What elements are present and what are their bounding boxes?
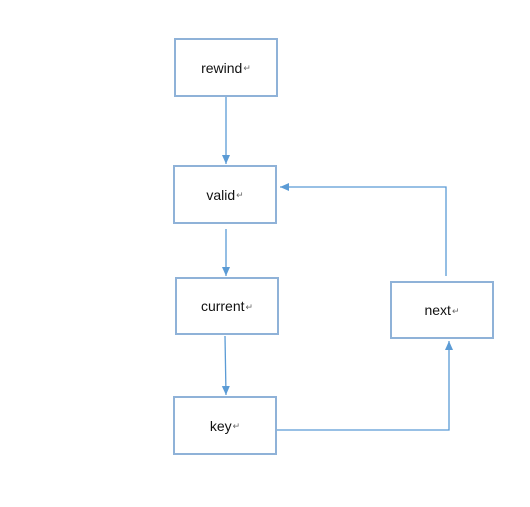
node-valid-label: valid [206,186,236,203]
edge-next-to-valid [280,183,447,276]
edge-key-to-next [277,341,453,431]
node-current: current↵ [175,277,279,335]
paragraph-mark-icon: ↵ [243,63,251,73]
node-rewind: rewind↵ [174,38,278,97]
paragraph-mark-icon: ↵ [451,305,460,316]
node-next-label: next [424,302,451,318]
node-key-label: key [209,417,232,434]
node-current-label: current [200,298,245,314]
node-valid: valid↵ [173,165,277,224]
paragraph-mark-icon: ↵ [236,190,244,200]
node-next: next↵ [390,281,494,339]
node-key: key↵ [173,396,277,455]
node-rewind-label: rewind [201,59,243,76]
edge-current-to-key [221,335,230,396]
paragraph-mark-icon: ↵ [245,301,254,312]
paragraph-mark-icon: ↵ [232,421,241,431]
